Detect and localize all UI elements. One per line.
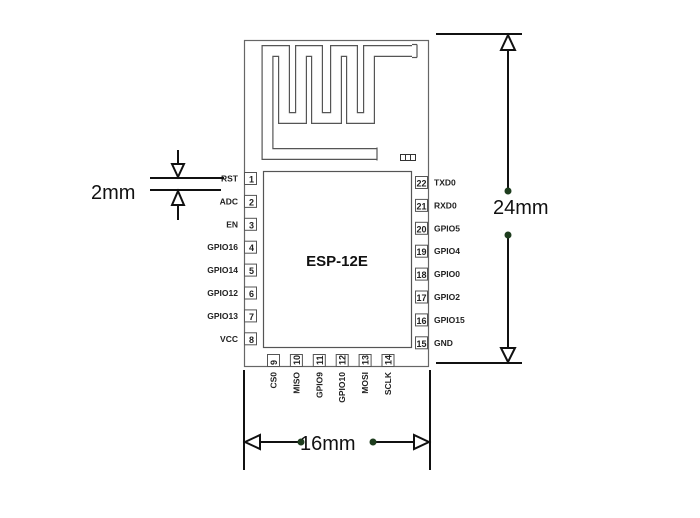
arrow-down-icon: [499, 347, 517, 365]
pin-number: 4: [249, 243, 254, 253]
pin-label: EN: [226, 219, 238, 229]
arrow-left-icon: [242, 433, 261, 451]
pin-label: GPIO13: [207, 311, 238, 321]
pin-label: RXD0: [434, 200, 457, 210]
pin-number: 14: [384, 355, 394, 365]
left-pin-column: 1 RST 2 ADC 3 EN 4 GPIO16 5 GPIO14 6 GPIO12 7 GPIO13 8…: [207, 172, 257, 346]
pin-22: 22 TXD0: [415, 176, 456, 189]
arrow-up-icon: [499, 32, 517, 51]
pin-label: MISO: [291, 372, 301, 394]
pin-number: 11: [315, 355, 325, 365]
pin-number: 16: [416, 316, 426, 326]
pin-7: 7 GPIO13: [207, 309, 257, 323]
pin-6: 6 GPIO12: [207, 286, 257, 300]
pin-17: 17 GPIO2: [415, 290, 460, 304]
pin-20: 20 GPIO5: [415, 221, 460, 235]
arrow-up-icon: [170, 188, 186, 206]
pin-number: 5: [249, 266, 254, 276]
pin-number: 13: [361, 355, 371, 365]
pin-label: TXD0: [434, 178, 456, 188]
pin-8: 8 VCC: [220, 332, 257, 346]
pin-label: GPIO10: [337, 372, 347, 403]
pin-number: 17: [416, 293, 426, 303]
pitch-dimension: 2mm: [91, 150, 224, 220]
pin-5: 5 GPIO14: [207, 263, 257, 277]
width-label: 16mm: [300, 433, 356, 455]
pin-number: 20: [416, 224, 426, 234]
pin-label: GPIO5: [434, 223, 460, 233]
pin-15: 15 GND: [415, 336, 453, 350]
pin-label: RST: [221, 174, 239, 184]
pin-number: 19: [416, 247, 426, 257]
pin-label: GPIO0: [434, 269, 460, 279]
pin-number: 18: [416, 270, 426, 280]
pin-18: 18 GPIO0: [415, 267, 460, 281]
pin-number: 6: [249, 289, 254, 299]
arrow-right-icon: [413, 433, 432, 451]
pin-number: 15: [416, 339, 426, 349]
right-pin-column: 22 TXD0 21 RXD0 20 GPIO5 19 GPIO4 18 GPIO0 17 GPIO2…: [415, 176, 465, 350]
width-dimension: 16mm: [242, 370, 432, 470]
pin-label: GPIO9: [314, 372, 324, 398]
pin-label: GPIO4: [434, 246, 460, 256]
pin-19: 19 GPIO4: [415, 244, 460, 258]
pin-number: 9: [269, 360, 279, 365]
pin-number: 1: [249, 175, 254, 185]
pin-number: 7: [249, 312, 254, 322]
pin-label: GPIO2: [434, 292, 460, 302]
pin-label: GPIO15: [434, 315, 465, 325]
pin-label: GPIO16: [207, 242, 238, 252]
pin-16: 16 GPIO15: [415, 313, 465, 327]
pin-label: ADC: [220, 196, 238, 206]
small-pad-icon: [400, 154, 416, 161]
height-dimension: 24mm: [436, 32, 549, 365]
pin-3: 3 EN: [226, 217, 257, 231]
pin-label: MOSI: [360, 372, 370, 394]
pin-number: 10: [292, 355, 302, 365]
pin-2: 2 ADC: [220, 194, 257, 208]
pin-number: 12: [338, 355, 348, 365]
pin-label: GPIO14: [207, 265, 238, 275]
pin-label: SCLK: [383, 371, 393, 395]
pin-label: GND: [434, 338, 453, 348]
antenna-trace: [261, 43, 418, 161]
pin-number: 21: [416, 201, 426, 211]
pin-4: 4 GPIO16: [207, 240, 257, 254]
pin-label: VCC: [220, 334, 238, 344]
shield-can: [262, 170, 413, 349]
arrow-down-icon: [170, 163, 186, 180]
pin-label: GPIO12: [207, 288, 238, 298]
pin-21: 21 RXD0: [415, 198, 457, 212]
height-label: 24mm: [493, 197, 549, 219]
pin-number: 22: [416, 179, 426, 189]
module-name: ESP-12E: [306, 253, 368, 270]
pin-number: 2: [249, 197, 254, 207]
pin-number: 3: [249, 220, 254, 230]
pin-1: 1 RST: [221, 172, 257, 185]
pin-number: 8: [249, 335, 254, 345]
pitch-label: 2mm: [91, 182, 135, 204]
pin-label: CS0: [269, 372, 279, 389]
